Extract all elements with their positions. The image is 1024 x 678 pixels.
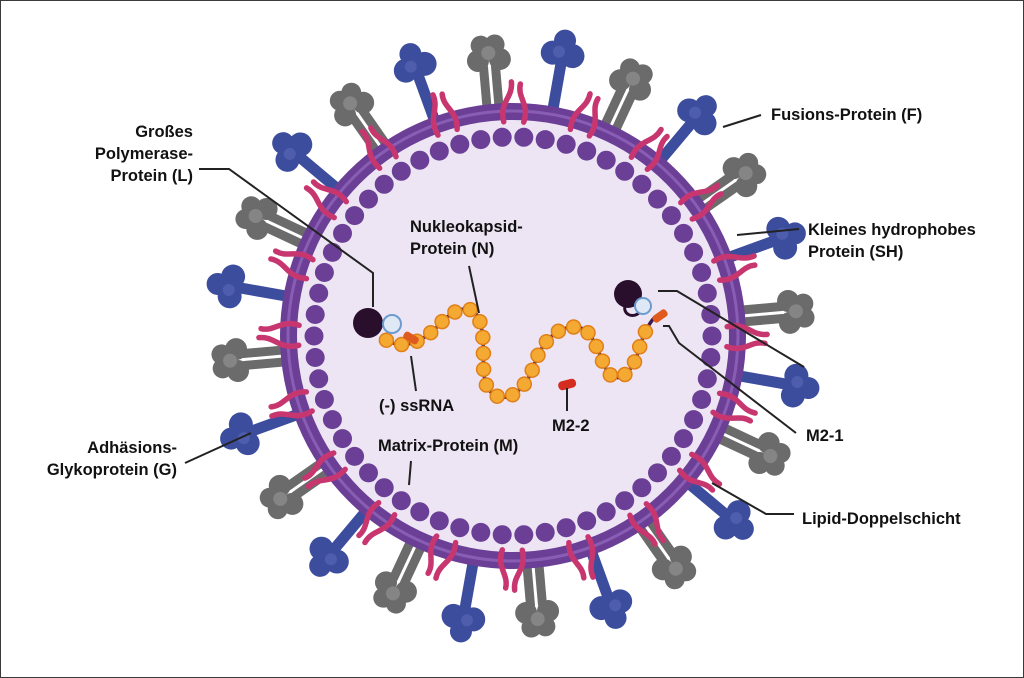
matrix-protein-dot xyxy=(596,502,616,522)
glycoprotein-label: Adhäsions- Glykoprotein (G) xyxy=(46,439,177,479)
nucleocapsid-icon xyxy=(580,325,596,341)
matrix-protein-dot xyxy=(702,326,722,346)
nucleocapsid-icon xyxy=(617,366,633,383)
nucleocapsid-icon xyxy=(602,367,619,383)
matrix-protein-dot xyxy=(535,130,555,150)
nucleocapsid-icon xyxy=(565,319,582,335)
matrix-protein-dot xyxy=(305,305,325,324)
nucleocapsid-icon xyxy=(504,387,521,403)
matrix-protein-dot xyxy=(661,446,681,466)
matrix-protein-dot xyxy=(309,369,329,389)
matrix-protein-dot xyxy=(701,348,721,367)
matrix-protein-dot xyxy=(410,502,430,522)
matrix-protein-dot xyxy=(314,263,334,282)
matrix-protein-dot xyxy=(471,522,491,542)
nucleocapsid-icon xyxy=(434,313,450,330)
matrix-protein-dot xyxy=(359,189,378,209)
nucleocapsid-icon xyxy=(447,304,463,320)
nucleocapsid-icon xyxy=(422,324,439,341)
nucleocapsid-icon xyxy=(475,329,491,346)
matrix-protein-dot xyxy=(577,511,597,531)
nucleocapsid-icon xyxy=(516,376,533,392)
matrix-protein-dot xyxy=(648,463,667,483)
nucleocapsid-icon xyxy=(631,339,648,355)
matrix-protein-dot xyxy=(692,390,712,409)
nucleocapsid-icon xyxy=(530,347,546,364)
matrix-protein-dot xyxy=(615,491,635,511)
matrix-protein-dot xyxy=(514,127,534,147)
matrix-protein-dot xyxy=(697,369,717,389)
matrix-protein-dot xyxy=(304,326,324,346)
matrix-protein-dot xyxy=(492,127,512,147)
nucleocapsid-icon xyxy=(550,323,567,339)
nucleocapsid-icon xyxy=(489,388,505,404)
matrix-protein-dot xyxy=(391,491,411,511)
nucleocapsid-icon xyxy=(594,353,611,369)
fusion-protein-label: Fusions-Protein (F) xyxy=(771,106,923,124)
matrix-protein-dot xyxy=(333,429,352,449)
matrix-protein-dot xyxy=(596,150,616,170)
matrix-protein-dot xyxy=(391,161,411,181)
matrix-protein-dot xyxy=(345,446,365,466)
matrix-protein-dot xyxy=(305,348,325,367)
matrix-protein-dot xyxy=(556,518,576,538)
matrix-protein-dot xyxy=(674,429,693,449)
nucleocapsid-icon xyxy=(462,301,478,318)
nucleocapsid-icon xyxy=(524,362,540,378)
matrix-protein-dot xyxy=(535,522,555,542)
matrix-protein-dot xyxy=(701,305,721,324)
nucleocapsid-icon xyxy=(478,377,495,393)
matrix-protein-dot xyxy=(514,525,534,545)
matrix-protein-dot xyxy=(314,390,334,409)
matrix-protein-dot xyxy=(450,518,470,538)
nucleocapsid-icon xyxy=(378,332,395,348)
nucleocapsid-icon xyxy=(588,338,605,355)
sh-protein-label: Kleines hydrophobes Protein (SH) xyxy=(808,221,976,261)
matrix-protein-dot xyxy=(322,410,342,430)
matrix-protein-dot xyxy=(429,511,449,531)
nucleocapsid-icon xyxy=(626,354,643,370)
matrix-protein-dot xyxy=(492,525,512,545)
matrix-protein-dot xyxy=(374,174,394,194)
matrix-protein-dot xyxy=(697,283,717,303)
matrix-protein-dot xyxy=(674,223,693,243)
nucleocapsid-icon xyxy=(475,345,492,362)
matrix-protein-dot xyxy=(684,242,704,262)
matrix-protein-dot xyxy=(632,478,652,498)
matrix-protein-dot xyxy=(322,242,342,262)
matrix-protein-dot xyxy=(615,161,635,181)
matrix-protein-dot xyxy=(661,206,681,226)
nucleocapsid-icon xyxy=(475,361,492,378)
matrix-protein-dot xyxy=(374,478,394,498)
nucleocapsid-icon xyxy=(472,313,488,330)
m21-label: M2-1 xyxy=(806,427,844,445)
matrix-protein-dot xyxy=(333,223,352,243)
matrix-protein-dot xyxy=(450,134,470,154)
matrix-protein-dot xyxy=(556,134,576,154)
nucleocapsid-icon xyxy=(637,324,654,340)
matrix-protein-label: Matrix-Protein (M) xyxy=(378,437,519,455)
matrix-protein-dot xyxy=(345,206,365,226)
leader-lines xyxy=(184,114,805,515)
matrix-protein-dot xyxy=(648,189,667,209)
ssrna-label: (-) ssRNA xyxy=(379,397,455,415)
matrix-protein-dot xyxy=(410,150,430,170)
lipid-bilayer-label: Lipid-Doppelschicht xyxy=(802,510,961,528)
polymerase-icon xyxy=(353,308,383,338)
matrix-protein-dot xyxy=(309,283,329,303)
polymerase-label: Großes Polymerase- Protein (L) xyxy=(94,123,193,185)
matrix-protein-dot xyxy=(692,263,712,282)
matrix-protein-dot xyxy=(632,174,652,194)
nucleocapsid-label: Nukleokapsid- Protein (N) xyxy=(410,218,523,258)
matrix-protein-dot xyxy=(429,141,449,161)
nucleocapsid-icon xyxy=(538,333,555,350)
matrix-protein-dot xyxy=(359,463,378,483)
matrix-protein-dot xyxy=(684,410,704,430)
matrix-protein-dot xyxy=(577,141,597,161)
matrix-protein-dot xyxy=(471,130,491,150)
m22-label: M2-2 xyxy=(552,417,590,435)
nucleocapsid-icon xyxy=(393,336,410,353)
